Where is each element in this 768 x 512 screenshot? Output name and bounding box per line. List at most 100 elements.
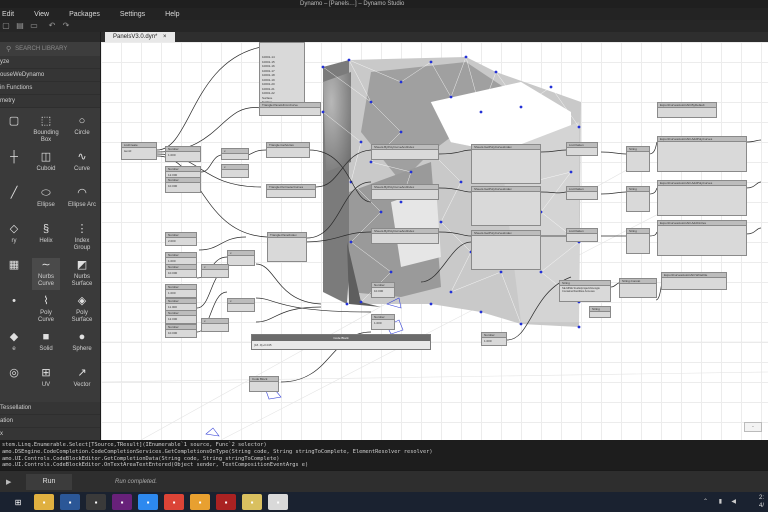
- math-node-6[interactable]: x: [201, 318, 229, 332]
- math-node-2[interactable]: x: [221, 164, 249, 178]
- menu-help[interactable]: Help: [165, 10, 180, 18]
- redo-icon[interactable]: ↷: [62, 21, 70, 30]
- tray-arrow-icon[interactable]: ⌃: [702, 499, 708, 505]
- library-item-circle[interactable]: ○Circle: [68, 114, 96, 146]
- sheets-joined-2[interactable]: Sheets.GetPolyCurvesIndex: [471, 186, 541, 226]
- library-item-edge[interactable]: ╱: [4, 186, 24, 218]
- number-node-4[interactable]: Number 2.000: [165, 232, 197, 246]
- sheets-node-3[interactable]: Sheets.ByPolyCurveAndIndex: [371, 228, 439, 244]
- number-node-12[interactable]: Number 10.000: [371, 282, 395, 298]
- math-node-5[interactable]: x: [227, 298, 255, 312]
- clock[interactable]: 2: 4/: [759, 494, 764, 510]
- acrobat-icon[interactable]: ▪: [268, 494, 288, 510]
- panelindex-node[interactable]: Triangle.PanelIndex: [267, 232, 307, 262]
- number-node-11[interactable]: Number 1.000: [481, 332, 507, 346]
- library-item-uv[interactable]: ⊞UV: [32, 366, 60, 398]
- library-item-helix[interactable]: §Helix: [32, 222, 60, 254]
- file-explorer-icon[interactable]: ▪: [34, 494, 54, 510]
- explorer-icon[interactable]: ▪: [242, 494, 262, 510]
- number-value[interactable]: 1.000: [484, 339, 492, 343]
- sheets-joined-3[interactable]: Sheets.GetPolyCurvesIndex: [471, 230, 541, 270]
- start-icon[interactable]: ⊞: [14, 497, 22, 507]
- number-node-6[interactable]: Number 10.000: [165, 264, 197, 278]
- math-node-3[interactable]: x: [227, 250, 255, 266]
- sheets-node-1[interactable]: Sheets.ByPolyCurveAndIndex: [371, 144, 439, 160]
- code-block-small[interactable]: Code Block: [249, 376, 279, 392]
- menu-packages[interactable]: Packages: [69, 10, 100, 18]
- close-icon[interactable]: ×: [163, 34, 167, 40]
- category-bottom-2[interactable]: x: [0, 428, 100, 440]
- number-value[interactable]: 1.000: [168, 291, 176, 295]
- number-node-7[interactable]: Number 1.000: [165, 284, 197, 298]
- number-node-3[interactable]: Number 10.000: [165, 177, 201, 193]
- number-value[interactable]: 11.000: [168, 305, 177, 309]
- number-value[interactable]: 12.000: [168, 173, 178, 177]
- library-item-geometry[interactable]: ◇ry: [4, 222, 24, 254]
- open-file-icon[interactable]: ▤: [16, 21, 24, 30]
- zoom-out-icon[interactable]: -: [752, 424, 754, 430]
- library-item-topology[interactable]: ◎: [4, 366, 24, 398]
- number-value[interactable]: 10.000: [374, 289, 384, 293]
- menu-settings[interactable]: Settings: [119, 10, 146, 18]
- zoom-control[interactable]: -: [744, 422, 762, 432]
- category-top-2[interactable]: in Functions: [0, 82, 100, 95]
- category-top-1[interactable]: ouseWeDynamo: [0, 69, 100, 82]
- node-input-list[interactable]: ListCreate item0: [121, 142, 157, 160]
- cortana-icon[interactable]: ▪: [138, 494, 158, 510]
- sheets-node-2[interactable]: Sheets.ByPolyCurveAndIndex: [371, 184, 439, 200]
- library-item-ellipse-arc[interactable]: ◠Ellipse Arc: [68, 186, 96, 218]
- number-node-1[interactable]: Number 1.000: [165, 146, 201, 162]
- library-item-polycurve[interactable]: ⌇Poly Curve: [32, 294, 60, 326]
- number-value[interactable]: 1.000: [168, 153, 176, 157]
- number-node-13[interactable]: Number 1.000: [371, 314, 395, 330]
- export-node-2[interactable]: ExportCurvesAutoCAD.AddPolyCurves: [657, 180, 747, 216]
- chrome-icon[interactable]: ▪: [164, 494, 184, 510]
- category-bottom-1[interactable]: ation: [0, 415, 100, 428]
- export-write-node[interactable]: ExportCurvesAutoCAD.WriteFile: [661, 272, 727, 290]
- library-item-index-group[interactable]: ⋮Index Group: [68, 222, 96, 254]
- number-value[interactable]: 10.000: [168, 271, 178, 275]
- string-path-node[interactable]: String SE-MINE Studio/projects\Google Co…: [559, 280, 611, 302]
- save-icon[interactable]: ▭: [30, 21, 38, 30]
- library-item-bounding-box[interactable]: ⬚Bounding Box: [32, 114, 60, 146]
- math-node-1[interactable]: x: [221, 148, 249, 160]
- number-node-10[interactable]: Number 10.000: [165, 324, 197, 338]
- library-search[interactable]: ⚲ SEARCH LIBRARY: [0, 42, 100, 56]
- export-default-node[interactable]: ExportCurvesAutoCAD.ByDefault: [657, 102, 717, 118]
- run-mode-icon[interactable]: ▶: [6, 479, 12, 486]
- library-item-polysurface[interactable]: ◈Poly Surface: [68, 294, 96, 326]
- menu-edit[interactable]: Edit: [2, 10, 15, 18]
- run-button[interactable]: Run: [26, 474, 72, 490]
- code-block-node[interactable]: Code Block [18..9]+0.045: [251, 334, 431, 350]
- volume-icon[interactable]: ◀: [731, 499, 736, 505]
- number-value[interactable]: 12.000: [168, 317, 178, 321]
- library-item-cs[interactable]: ┼: [4, 150, 24, 182]
- export-node-3[interactable]: ExportCurvesAutoCAD.AddCircles: [657, 220, 747, 256]
- string-node-3[interactable]: String: [626, 228, 650, 254]
- perimeter-node[interactable]: Triangle.PerimeterCurves: [266, 184, 316, 198]
- rhino-icon[interactable]: ▪: [216, 494, 236, 510]
- number-value[interactable]: 1.000: [374, 321, 382, 325]
- concat-node[interactable]: String.Concat: [619, 278, 657, 298]
- math-node-4[interactable]: x: [201, 264, 229, 278]
- visual-studio-icon[interactable]: ▪: [112, 494, 132, 510]
- category-bottom-0[interactable]: Tessellation: [0, 402, 100, 415]
- dynamo-icon[interactable]: ▪: [190, 494, 210, 510]
- apps-icon[interactable]: ▪: [86, 494, 106, 510]
- export-node-1[interactable]: ExportCurvesAutoCAD.AddPolyCurves: [657, 136, 747, 172]
- tab-panels-file[interactable]: PanelsV3.0.dyn* ×: [105, 32, 175, 42]
- getvertex-node[interactable]: Triangle.GetVertex: [266, 142, 310, 158]
- undo-icon[interactable]: ↶: [48, 21, 56, 30]
- library-item-vector[interactable]: ↗Vector: [68, 366, 96, 398]
- library-item-curve[interactable]: ∿Curve: [68, 150, 96, 182]
- library-item-ellipse[interactable]: ⬭Ellipse: [32, 186, 60, 218]
- category-top-0[interactable]: yze: [0, 56, 100, 69]
- library-item-point[interactable]: •: [4, 294, 24, 326]
- new-file-icon[interactable]: ▢: [2, 21, 10, 30]
- number-value[interactable]: 10.000: [168, 331, 178, 335]
- flatten-node-3[interactable]: List.Flatten: [566, 228, 598, 242]
- number-node-5[interactable]: Number 1.000: [165, 252, 197, 266]
- menu-view[interactable]: View: [34, 10, 50, 18]
- number-node-9[interactable]: Number 12.000: [165, 310, 197, 324]
- string-node-2[interactable]: String: [626, 186, 650, 212]
